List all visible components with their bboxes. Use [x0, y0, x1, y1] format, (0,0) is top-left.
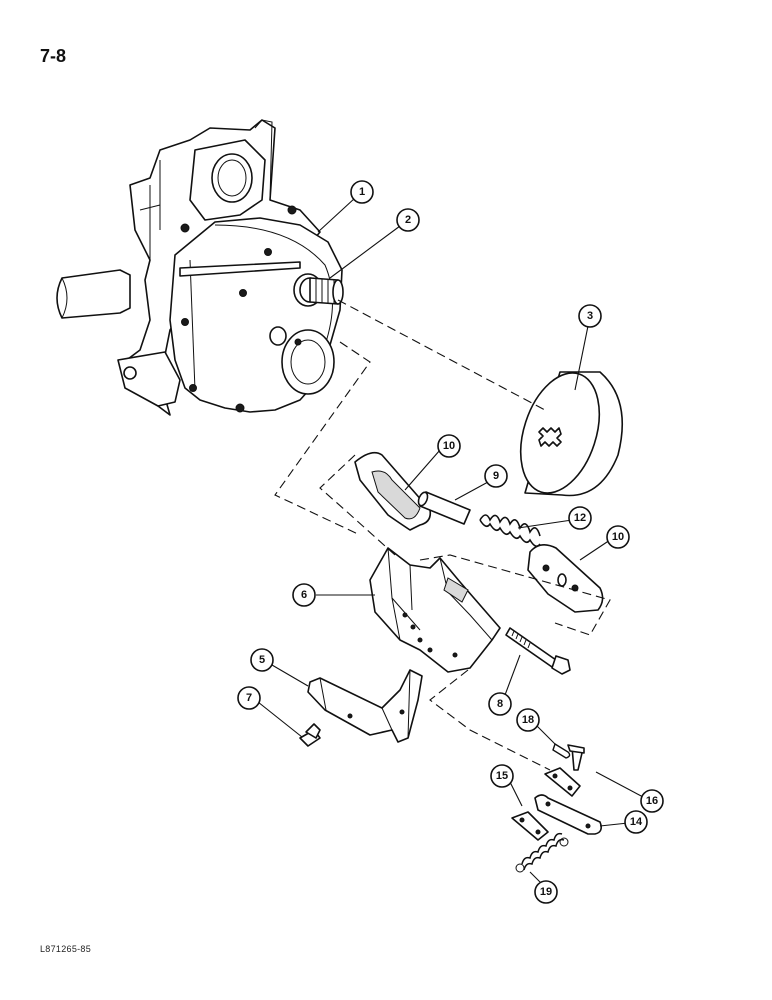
callout-10-upper: 10 [437, 434, 461, 458]
page-number: 7-8 [40, 46, 67, 66]
bolt [299, 723, 321, 747]
brake-pad-lower [527, 544, 604, 613]
svg-text:1: 1 [359, 186, 365, 198]
callout-15: 15 [490, 764, 514, 788]
svg-text:10: 10 [443, 440, 455, 452]
brake-pad-upper [354, 451, 432, 531]
clevis-pin [567, 744, 585, 771]
callout-12: 12 [568, 506, 592, 530]
callout-10-lower: 10 [606, 525, 630, 549]
svg-text:12: 12 [574, 512, 586, 524]
alignment-lines [274, 299, 611, 771]
brake-disc [519, 371, 624, 497]
tension-spring [515, 832, 569, 873]
callout-2: 2 [396, 208, 420, 232]
callout-16: 16 [640, 789, 664, 813]
callout-9: 9 [484, 464, 508, 488]
callout-14: 14 [624, 810, 648, 834]
callout-1: 1 [350, 180, 374, 204]
svg-text:14: 14 [630, 816, 643, 828]
svg-text:2: 2 [405, 214, 411, 226]
svg-text:19: 19 [540, 886, 552, 898]
svg-text:15: 15 [496, 770, 508, 782]
callout-3: 3 [578, 304, 602, 328]
compression-spring [479, 514, 541, 548]
callout-6: 6 [292, 583, 316, 607]
caliper-bracket [369, 547, 501, 673]
svg-text:6: 6 [301, 589, 307, 601]
svg-text:9: 9 [493, 470, 499, 482]
callout-18: 18 [516, 708, 540, 732]
link-plate [544, 767, 581, 797]
support-bracket [307, 669, 423, 743]
svg-text:3: 3 [587, 310, 593, 322]
svg-text:7: 7 [246, 692, 252, 704]
splined-shaft [299, 277, 344, 305]
svg-text:10: 10 [612, 531, 624, 543]
lever-plate [534, 794, 602, 835]
figure-code: L871265-85 [40, 944, 92, 954]
link-plate-lower [511, 811, 549, 841]
svg-text:8: 8 [497, 698, 503, 710]
long-bolt [505, 627, 571, 675]
pin [417, 491, 471, 525]
callout-7: 7 [237, 686, 261, 710]
callout-19: 19 [534, 880, 558, 904]
leader-lines [257, 197, 646, 885]
svg-text:16: 16 [646, 795, 658, 807]
cotter-pin [552, 742, 571, 759]
callout-5: 5 [250, 648, 274, 672]
callout-8: 8 [488, 692, 512, 716]
svg-text:18: 18 [522, 714, 534, 726]
svg-text:5: 5 [259, 654, 265, 666]
transmission-housing [56, 119, 343, 416]
